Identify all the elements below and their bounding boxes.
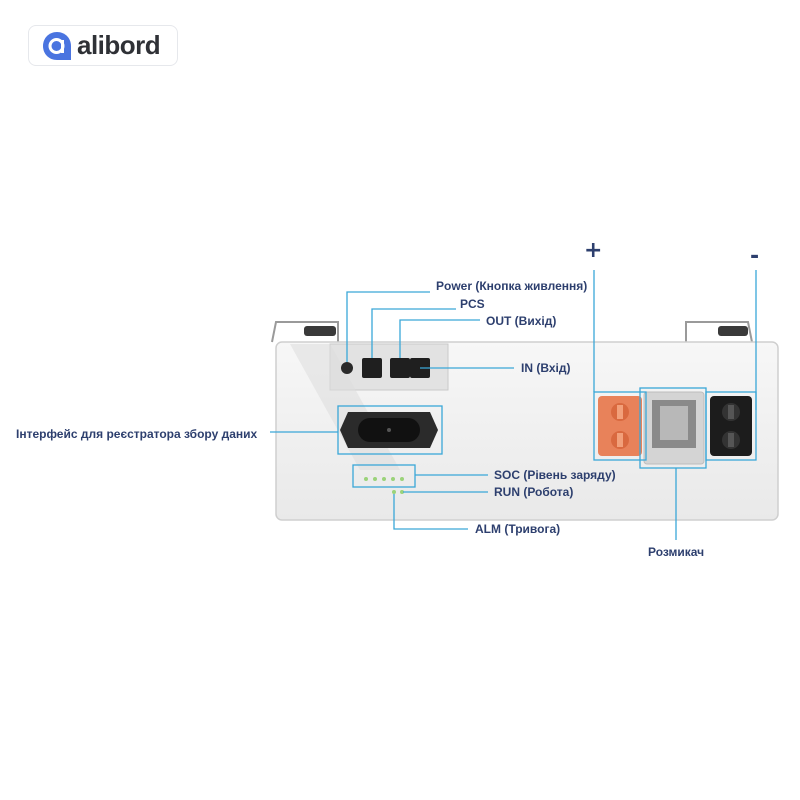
in-label: IN (Вхід) xyxy=(521,361,571,375)
soc-label: SOC (Рівень заряду) xyxy=(494,468,616,482)
logo-text: alibord xyxy=(77,30,161,60)
logger-connector xyxy=(340,412,438,448)
logo-mark-icon xyxy=(43,31,71,60)
breaker xyxy=(643,391,705,465)
out-label: OUT (Вихід) xyxy=(486,314,557,328)
out-port xyxy=(390,358,410,378)
callout-lines xyxy=(270,270,757,540)
pcs-label: PCS xyxy=(460,297,485,311)
led-row xyxy=(364,477,404,494)
positive-terminal xyxy=(598,396,642,456)
run-label: RUN (Робота) xyxy=(494,485,574,499)
logger-interface-label: Інтерфейс для реєстратора збору даних xyxy=(16,427,258,441)
breaker-label: Розмикач xyxy=(648,545,705,559)
power-button xyxy=(341,362,353,374)
positive-sign-label: + xyxy=(584,238,603,263)
left-handle xyxy=(271,321,339,343)
negative-sign-label: - xyxy=(750,244,760,269)
pcs-port xyxy=(362,358,382,378)
alm-label: ALM (Тривога) xyxy=(475,522,561,536)
brand-logo: alibord xyxy=(28,25,178,66)
right-handle xyxy=(685,321,753,343)
power-label: Power (Кнопка живлення) xyxy=(436,279,588,293)
negative-terminal xyxy=(710,396,752,456)
